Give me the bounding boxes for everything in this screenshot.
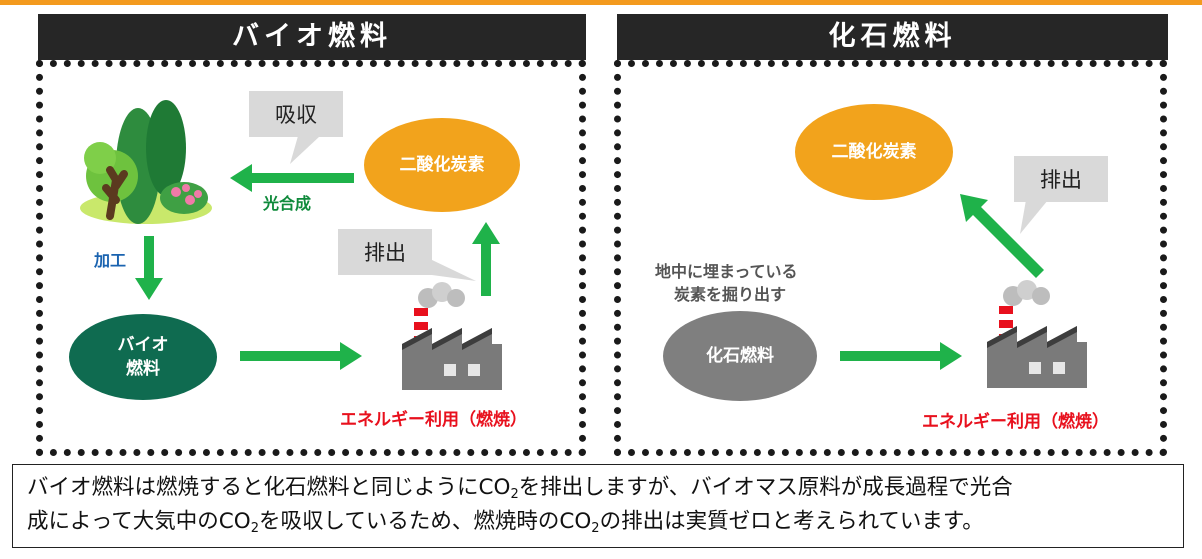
biofuel-emission-up-arrow — [472, 222, 500, 296]
biofuel-ellipse: バイオ 燃料 — [69, 314, 217, 400]
caption-l2-part-a: 成によって大気中の — [27, 509, 219, 534]
biofuel-label-line2: 燃料 — [126, 359, 160, 379]
biofuel-emit-bubble-tail — [420, 255, 476, 281]
caption-l2-part-c: の排出は実質ゼロと考えられています。 — [599, 509, 984, 534]
caption-co2-2: CO — [218, 509, 251, 534]
fossil-energy-label: エネルギー利用（燃焼） — [922, 412, 1109, 432]
caption-l2-part-b: を吸収しているため、燃焼時の — [259, 509, 560, 534]
photosynthesis-label: 光合成 — [263, 194, 312, 213]
accent-top-line — [0, 0, 1202, 5]
biofuel-factory-icon — [402, 282, 502, 390]
fossil-note-line2: 炭素を掘り出す — [674, 285, 787, 304]
fossil-to-factory-arrow — [840, 342, 962, 370]
absorb-speech-bubble: 吸収 — [249, 91, 343, 137]
process-arrow — [135, 236, 163, 300]
caption-line1: バイオ燃料は燃焼すると化石燃料と同じようにCO2を排出しますが、バイオマス原料が… — [27, 471, 1169, 505]
process-label: 加工 — [94, 251, 127, 270]
fossil-panel-title: 化石燃料 — [617, 14, 1168, 60]
biofuel-label-line1: バイオ — [117, 335, 169, 355]
biofuel-emit-speech-bubble: 排出 — [338, 229, 432, 275]
absorb-bubble-tail — [290, 136, 320, 164]
fuel-to-factory-arrow — [240, 342, 362, 370]
caption-co2-3-sub: 2 — [591, 521, 600, 536]
caption-co2-1-sub: 2 — [510, 487, 519, 502]
photosynthesis-arrow — [230, 164, 354, 192]
fossil-emission-diagonal-arrow — [960, 194, 1044, 278]
biofuel-energy-label: エネルギー利用（燃焼） — [340, 410, 527, 430]
fossil-factory-icon — [987, 280, 1087, 388]
fossil-emit-speech-bubble: 排出 — [1014, 156, 1108, 202]
biofuel-panel-title: バイオ燃料 — [38, 14, 586, 60]
caption-l1-part-b: を排出しますが、バイオマス原料が成長過程で光合 — [518, 475, 1013, 500]
forest-icon — [80, 100, 212, 224]
caption-co2-1: CO — [478, 475, 511, 500]
caption-co2-2-sub: 2 — [250, 521, 259, 536]
fossil-co2-ellipse: 二酸化炭素 — [795, 104, 953, 200]
caption-line2: 成によって大気中のCO2を吸収しているため、燃焼時のCO2の排出は実質ゼロと考え… — [27, 505, 1169, 539]
fossil-emit-bubble-tail — [1020, 200, 1048, 234]
biofuel-co2-ellipse: 二酸化炭素 — [364, 118, 520, 212]
fossil-note-line1: 地中に埋まっている — [655, 262, 798, 281]
explanation-caption: バイオ燃料は燃焼すると化石燃料と同じようにCO2を排出しますが、バイオマス原料が… — [12, 464, 1184, 548]
biofuel-panel-frame — [36, 60, 586, 456]
caption-l1-part-a: バイオ燃料は燃焼すると化石燃料と同じように — [27, 475, 479, 500]
caption-co2-3: CO — [559, 509, 592, 534]
fossil-fuel-ellipse: 化石燃料 — [663, 311, 817, 401]
fossil-panel-frame — [614, 60, 1167, 456]
